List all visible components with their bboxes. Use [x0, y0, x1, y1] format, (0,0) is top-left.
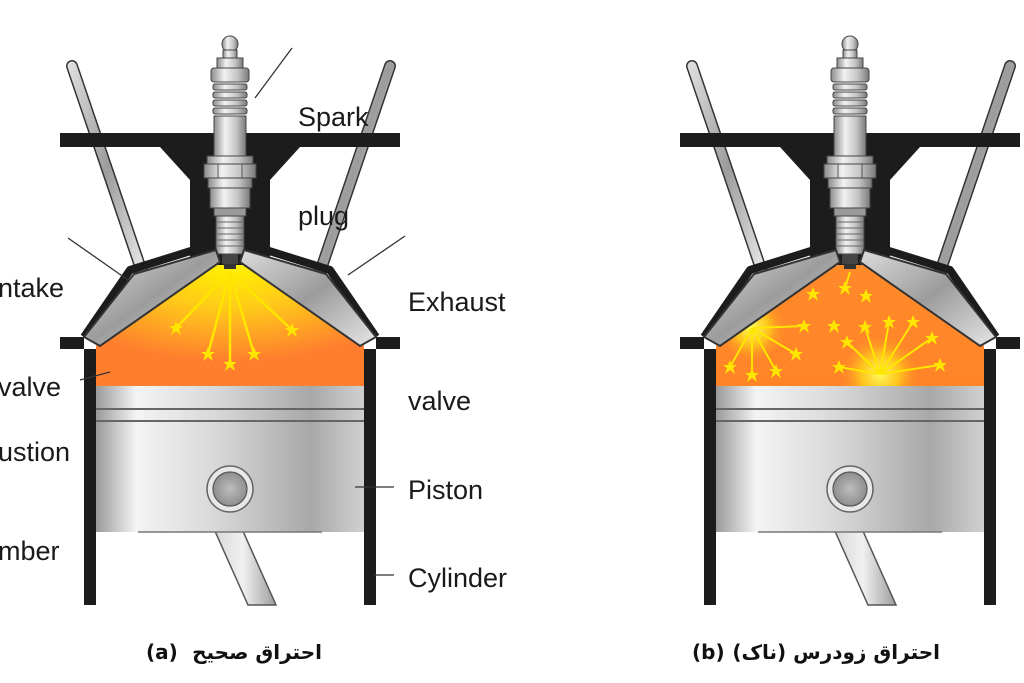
label-spark-plug: Spark plug	[298, 35, 369, 266]
caption-a-text: احتراق صحیح	[192, 640, 322, 664]
leader-lines	[67, 47, 406, 576]
caption-b-letter: (b)	[692, 640, 725, 664]
label-exhaust-valve-line2: valve	[408, 386, 472, 416]
diagram-a-normal-combustion	[60, 36, 400, 605]
label-cylinder: Cylinder	[408, 563, 508, 593]
flame-front-arrows	[175, 271, 293, 364]
label-combustion-chamber-line2: mber	[0, 536, 60, 566]
label-spark-plug-line2: plug	[298, 201, 350, 231]
label-combustion-chamber-line1: ustion	[0, 437, 71, 467]
caption-b-text: احتراق زودرس (ناک)	[732, 640, 940, 664]
label-exhaust-valve: Exhaust valve	[408, 220, 506, 451]
label-intake-valve-line2: valve	[0, 372, 62, 402]
label-piston: Piston	[408, 475, 484, 505]
diagram-b-knock-combustion	[680, 36, 1020, 605]
label-intake-valve: ntake valve	[0, 206, 64, 437]
label-spark-plug-line1: Spark	[298, 102, 369, 132]
label-intake-valve-line1: ntake	[0, 273, 65, 303]
caption-a-letter: (a)	[146, 640, 178, 664]
label-combustion-chamber: ustion mber	[0, 370, 70, 601]
label-exhaust-valve-line1: Exhaust	[408, 287, 506, 317]
